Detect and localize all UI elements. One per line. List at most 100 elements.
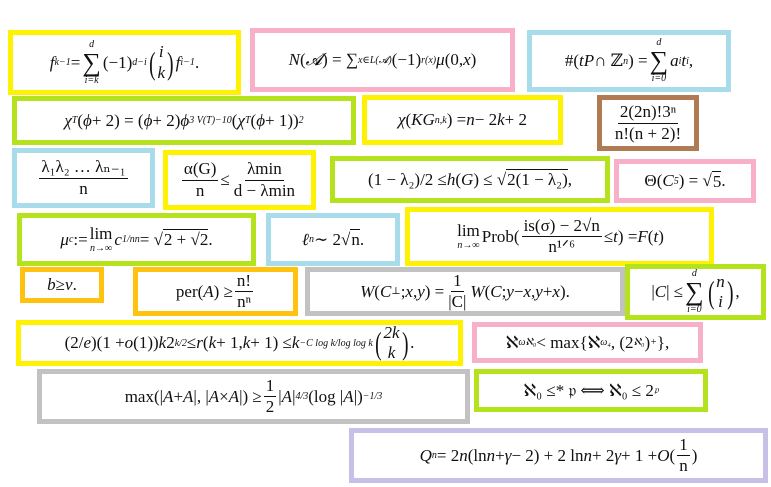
math-text: ( (484, 281, 491, 301)
math-text: | (292, 386, 296, 406)
math-text: ) = (617, 226, 638, 246)
math-text: ≤ (186, 333, 197, 352)
subscript: n (431, 450, 437, 461)
left-paren: ( (374, 325, 382, 361)
math-text: , (531, 281, 536, 301)
math-variable: W (360, 281, 375, 301)
math-variable: y (535, 281, 543, 301)
math-variable: b (47, 275, 56, 294)
fraction: α(G)n (181, 159, 219, 201)
math-text: |) (353, 386, 363, 406)
math-text: ≤ (603, 226, 614, 246)
math-text: max(| (124, 386, 164, 406)
sum-lower-limit: i=0 (651, 73, 667, 84)
denominator: |C| (448, 292, 467, 311)
math-text: + 1 + (621, 445, 658, 465)
denominator: 2 (265, 397, 275, 416)
denominator: n¹ᐟ⁶ (548, 237, 576, 256)
math-text: ) (470, 50, 477, 69)
math-variable: A (208, 386, 220, 406)
math-variable: γ (614, 445, 622, 465)
math-variable: x (405, 281, 413, 301)
math-variable: A (203, 281, 214, 301)
numerator: 1 (263, 376, 277, 397)
formula-box: b ≥ v. (20, 267, 104, 303)
math-variable: N (288, 50, 300, 69)
summation: d∑i=0 (650, 38, 669, 84)
math-variable: k (242, 333, 251, 352)
math-variable: n (486, 445, 496, 465)
math-text: ; (400, 281, 406, 301)
subscript: T (71, 115, 78, 126)
math-text: (log | (308, 386, 344, 406)
math-variable: A (343, 386, 354, 406)
math-variable: f (175, 52, 181, 72)
math-variable: C (654, 282, 667, 301)
math-text: ) = (446, 110, 467, 129)
math-text: ) (691, 445, 698, 465)
math-variable: x (523, 281, 532, 301)
math-text: . (721, 171, 726, 190)
subscript: n (134, 234, 140, 245)
math-variable: k (158, 333, 167, 352)
math-text: ) = (424, 281, 445, 301)
sigma-symbol: ∑ (649, 46, 669, 75)
formula-box: per(A) ≥ n!nⁿ (133, 267, 298, 316)
subscript: i−1 (180, 57, 195, 68)
subscript: x∈L(𝓐) (357, 54, 392, 66)
superscript: 3 V(T)−10 (189, 115, 232, 126)
math-text: . (359, 229, 365, 249)
math-text: , (2 (610, 332, 634, 352)
math-text: , (735, 282, 740, 301)
math-variable: x (552, 281, 560, 301)
math-text: ) ≥ (213, 281, 233, 301)
math-variable: ϕ (256, 110, 265, 130)
math-variable: 𝓐 (305, 50, 323, 69)
superscript: ℵ₀ (633, 337, 645, 348)
superscript: ⊥ (391, 286, 401, 297)
math-text: + 2 (592, 445, 615, 465)
superscript: 4/3 (295, 391, 309, 402)
subscript: c (68, 234, 74, 245)
superscript: + (650, 337, 657, 348)
sum-lower-limit: i=k (84, 74, 99, 86)
math-text: ≤ (220, 170, 230, 189)
sum-upper-limit: d (89, 38, 95, 50)
math-text: + (542, 281, 553, 301)
math-variable: h (446, 169, 456, 189)
summation: d∑i=0 (685, 269, 704, 315)
math-text: ( (405, 110, 412, 129)
formula-box: W(C⊥; x, y) = 1|C|W(C; y − x, y + x). (305, 267, 625, 316)
math-text: + 2 (504, 110, 527, 129)
limit-operator: lim (89, 224, 113, 244)
math-variable: n (583, 445, 593, 465)
math-text: (0, (444, 50, 464, 69)
summation: d∑i=k (82, 38, 101, 86)
math-text: ∼ 2√ (314, 229, 351, 249)
math-text: (−1) (391, 50, 422, 69)
math-text: | (651, 282, 655, 301)
math-text: . (410, 333, 415, 352)
math-text: ( (669, 445, 676, 465)
math-variable: v (65, 275, 73, 294)
math-variable: γ (504, 445, 512, 465)
denominator: n (195, 180, 205, 200)
math-text: ( (647, 226, 654, 246)
limit-subscript: n→∞ (457, 239, 480, 251)
math-text: Θ( (644, 171, 663, 190)
denominator: n (79, 178, 88, 198)
numerator: 2(2n)!3ⁿ (617, 102, 679, 124)
